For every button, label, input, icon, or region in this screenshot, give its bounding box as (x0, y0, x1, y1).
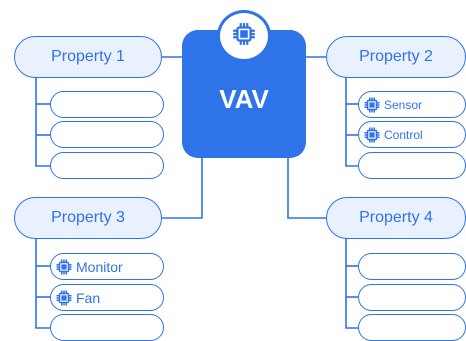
property-1-item-2[interactable] (50, 121, 164, 148)
vav-badge (217, 10, 271, 62)
chip-icon (231, 21, 257, 52)
property-3-item-3[interactable] (50, 314, 164, 341)
property-3-item-1-label: Monitor (76, 258, 123, 275)
property-2-node[interactable]: Property 2 (326, 36, 466, 78)
property-1-label: Property 1 (51, 48, 125, 65)
property-1-item-1[interactable] (50, 91, 164, 118)
property-2-item-3[interactable] (358, 152, 466, 179)
chip-icon (363, 96, 381, 114)
chip-icon (55, 289, 73, 307)
property-4-item-3[interactable] (358, 314, 466, 341)
property-2-item-1-label: Sensor (384, 97, 423, 112)
property-3-node[interactable]: Property 3 (14, 197, 162, 239)
property-4-label: Property 4 (359, 209, 433, 226)
property-3-item-2[interactable]: Fan (50, 284, 164, 311)
property-2-item-2-label: Control (384, 127, 423, 142)
property-4-node[interactable]: Property 4 (326, 197, 466, 239)
property-4-item-1[interactable] (358, 253, 466, 280)
chip-icon (363, 126, 381, 144)
property-2-label: Property 2 (359, 48, 433, 65)
property-1-item-3[interactable] (50, 152, 164, 179)
property-2-item-2[interactable]: Control (358, 121, 466, 148)
vav-title: VAV (219, 83, 269, 114)
chip-icon (55, 258, 73, 276)
property-4-item-2[interactable] (358, 284, 466, 311)
vav-node[interactable]: VAV (182, 30, 306, 158)
property-1-node[interactable]: Property 1 (14, 36, 162, 78)
property-3-label: Property 3 (51, 209, 125, 226)
property-3-item-1[interactable]: Monitor (50, 253, 164, 280)
property-3-item-2-label: Fan (76, 289, 101, 306)
property-2-item-1[interactable]: Sensor (358, 91, 466, 118)
